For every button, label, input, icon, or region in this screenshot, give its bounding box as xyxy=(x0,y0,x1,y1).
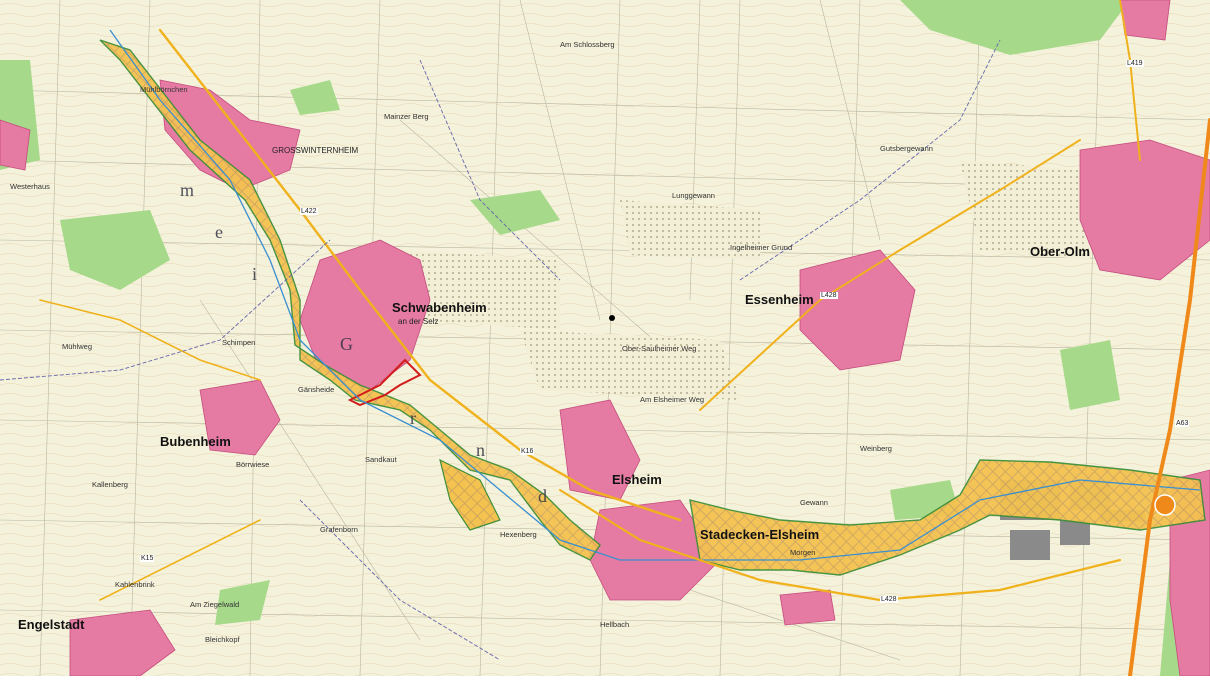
selz-stream xyxy=(109,29,1201,561)
river-name-letter: d xyxy=(538,486,551,506)
place-label: Mühlweg xyxy=(62,342,93,351)
settlement-essenheim xyxy=(799,249,916,371)
town-label-elsheim: Elsheim xyxy=(612,472,662,487)
vineyard-areas xyxy=(400,160,1090,400)
place-label: Kallenberg xyxy=(92,480,128,489)
settlement-engelstadt xyxy=(69,609,176,677)
protected-area[interactable] xyxy=(99,39,601,561)
road-number-label: K16 xyxy=(520,448,535,455)
place-label: Mühlbörnchen xyxy=(140,85,188,94)
interchange-icon xyxy=(1154,494,1176,516)
place-label: Gewann xyxy=(800,498,828,507)
place-label: Schimpen xyxy=(222,338,256,347)
settlement-bubenheim xyxy=(199,379,281,456)
town-label-grosswinternheim: GROSSWINTERNHEIM xyxy=(272,146,359,155)
place-label: Am Ziegelwald xyxy=(190,600,240,609)
place-label: Ingelheimer Grund xyxy=(730,243,793,252)
place-label: Ober-Saulheimer Weg xyxy=(622,344,697,353)
river-name-letter: e xyxy=(215,222,227,242)
town-label-ober-olm: Ober-Olm xyxy=(1030,244,1090,259)
place-label: Sandkaut xyxy=(365,455,397,464)
town-label-schwabenheim: Schwabenheim xyxy=(392,300,487,315)
roads xyxy=(39,0,1210,678)
highlighted-plot-outline[interactable] xyxy=(347,358,422,407)
place-label: Bleichkopf xyxy=(205,635,240,644)
river-name-letter: n xyxy=(476,440,489,460)
place-label: Weinberg xyxy=(860,444,892,453)
place-label: Mainzer Berg xyxy=(384,112,429,121)
river-name-letter: m xyxy=(180,180,199,200)
place-label: Kahlenbrink xyxy=(115,580,155,589)
highway-a63 xyxy=(1128,118,1210,678)
place-label: Lunggewann xyxy=(672,191,715,200)
town-label-engelstadt: Engelstadt xyxy=(18,617,85,632)
place-label: Hellbach xyxy=(600,620,630,629)
town-label-stadecken-elsheim: Stadecken-Elsheim xyxy=(700,527,820,542)
town-label-bubenheim: Bubenheim xyxy=(160,434,231,449)
road-number-label: L419 xyxy=(1126,60,1144,67)
river-name-letter: i xyxy=(252,264,262,284)
town-label-essenheim: Essenheim xyxy=(745,292,814,307)
place-label: Am Schlossberg xyxy=(560,40,615,49)
municipal-boundaries xyxy=(0,39,1001,661)
place-label: Am Elsheimer Weg xyxy=(640,395,705,404)
town-sublabel-schwabenheim: an der Selz xyxy=(398,317,439,326)
place-label: Westerhaus xyxy=(10,182,50,191)
protected-area-south[interactable] xyxy=(439,458,501,531)
place-label: Grafenborn xyxy=(320,525,358,534)
protected-area-east[interactable] xyxy=(689,459,1206,576)
road-number-label: L428 xyxy=(880,596,898,603)
place-label: Morgen xyxy=(790,548,816,557)
place-label: Börrwiese xyxy=(236,460,270,469)
place-label: Gutsbergewann xyxy=(880,144,933,153)
place-label: Hexenberg xyxy=(500,530,537,539)
river-name-letter: G xyxy=(340,334,357,354)
highway-number-label: A63 xyxy=(1175,420,1190,427)
church-icon xyxy=(609,315,615,321)
road-number-label: L428 xyxy=(820,292,838,299)
road-number-label: L422 xyxy=(300,208,318,215)
place-label: Gänsheide xyxy=(298,385,335,394)
settlement-schwabenheim xyxy=(299,239,431,391)
settlement-ober-olm xyxy=(1079,139,1210,281)
river-name-letter: r xyxy=(410,408,420,428)
road-number-label: K15 xyxy=(140,555,155,562)
settlement-grosswinternheim xyxy=(159,79,301,191)
